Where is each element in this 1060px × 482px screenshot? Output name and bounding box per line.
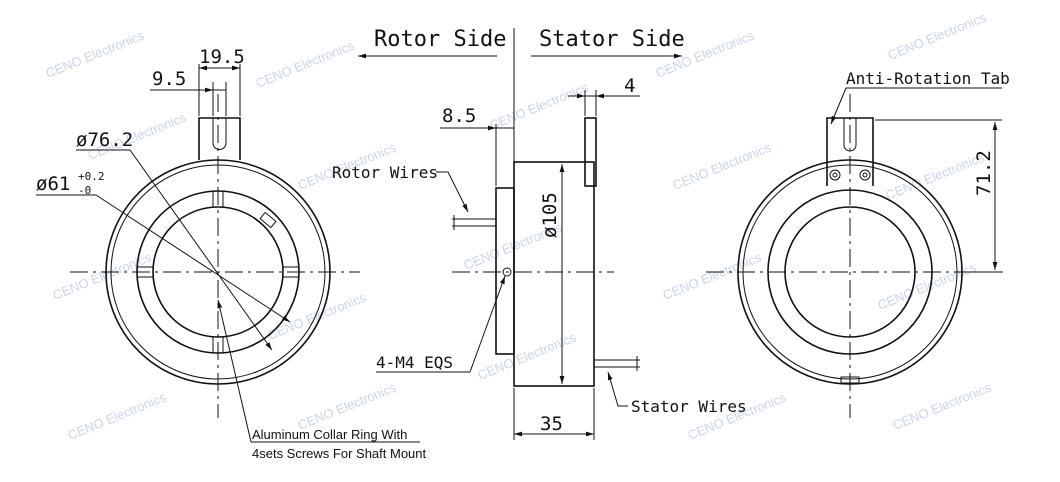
rotor-wires-leader xyxy=(436,171,469,213)
watermark: CENO Electronics xyxy=(476,329,579,382)
watermark: CENO Electronics xyxy=(66,389,169,442)
stator-side-label: Stator Side xyxy=(539,27,685,52)
front-outer-ring-inner xyxy=(110,164,326,380)
dim-61-leader xyxy=(95,194,291,323)
watermark: CENO Electronics xyxy=(671,139,774,192)
screws-leader xyxy=(469,275,506,373)
collar-note-line2: 4sets Screws For Shaft Mount xyxy=(252,446,427,461)
rear-tab-screw-l xyxy=(829,169,841,181)
dim-76-2-label: ø76.2 xyxy=(76,129,133,151)
collar-screw-right xyxy=(282,266,300,278)
front-tab-slot xyxy=(212,118,227,150)
rear-tab-screw-r-inner xyxy=(862,172,868,178)
watermark: CENO Electronics xyxy=(296,379,399,432)
dim-35-label: 35 xyxy=(540,413,563,435)
front-view: 19.5 9.5 ø76.2 ø61 +0.2 -0 Aluminum Coll… xyxy=(36,46,427,461)
dim-4-label: 4 xyxy=(624,75,635,97)
label-plate xyxy=(259,211,277,229)
collar-screw-bottom xyxy=(212,336,224,354)
rear-view: Anti-Rotation Tab 71.2 xyxy=(706,69,1010,418)
dim-8-5-label: 8.5 xyxy=(442,105,476,127)
anti-rotation-leader xyxy=(830,87,1002,125)
anti-rotation-label: Anti-Rotation Tab xyxy=(846,69,1010,88)
dim-61-label: ø61 xyxy=(36,173,70,195)
rotor-side-label: Rotor Side xyxy=(374,27,506,52)
watermark: CENO Electronics xyxy=(876,259,979,312)
dim-9-5-label: 9.5 xyxy=(152,68,186,90)
rear-tab xyxy=(826,117,874,186)
watermark: CENO Electronics xyxy=(886,9,989,62)
screws-label: 4-M4 EQS xyxy=(376,353,453,372)
stator-wires-leader xyxy=(607,371,628,407)
rear-bore-inner xyxy=(784,206,916,338)
side-header: Rotor Side Stator Side xyxy=(358,27,685,60)
side-stator-tab xyxy=(584,117,597,187)
watermark: CENO Electronics xyxy=(254,37,357,90)
side-rotor-collar xyxy=(495,187,515,355)
rear-bore-outer xyxy=(767,189,933,355)
dim-105-label: ø105 xyxy=(539,192,561,238)
rear-outer-ring-inner xyxy=(742,164,958,380)
dim-61-tol-minus: -0 xyxy=(78,184,91,197)
side-view: Rotor Wires Stator Wires 4-M4 EQS 8.5 4 … xyxy=(332,60,747,440)
dim-19-5-label: 19.5 xyxy=(199,46,245,68)
collar-screw-top xyxy=(212,190,224,208)
collar-note-leader xyxy=(217,299,252,443)
rear-tab-screw-l-inner xyxy=(832,172,838,178)
dim-76-2-leader xyxy=(129,149,273,351)
dim-71-2-label: 71.2 xyxy=(973,150,995,196)
rear-tab-slot xyxy=(843,118,857,152)
watermark: CENO Electronics xyxy=(661,249,764,302)
watermark: CENO Electronics xyxy=(884,149,987,202)
collar-note-line1: Aluminum Collar Ring With xyxy=(252,427,407,442)
rotor-wires-label: Rotor Wires xyxy=(332,163,438,182)
collar-screw-left xyxy=(136,266,154,278)
rear-wire-port xyxy=(840,376,860,384)
watermark: CENO Electronics xyxy=(44,27,147,80)
front-outer-ring xyxy=(105,159,331,385)
watermark: CENO Electronics xyxy=(488,79,591,132)
side-screw-mark xyxy=(502,267,512,277)
stator-wires-label: Stator Wires xyxy=(631,397,747,416)
watermark: CENO Electronics xyxy=(891,379,994,432)
rear-tab-screw-r xyxy=(859,169,871,181)
front-tab xyxy=(198,117,241,160)
dim-61-tol-plus: +0.2 xyxy=(78,170,105,183)
